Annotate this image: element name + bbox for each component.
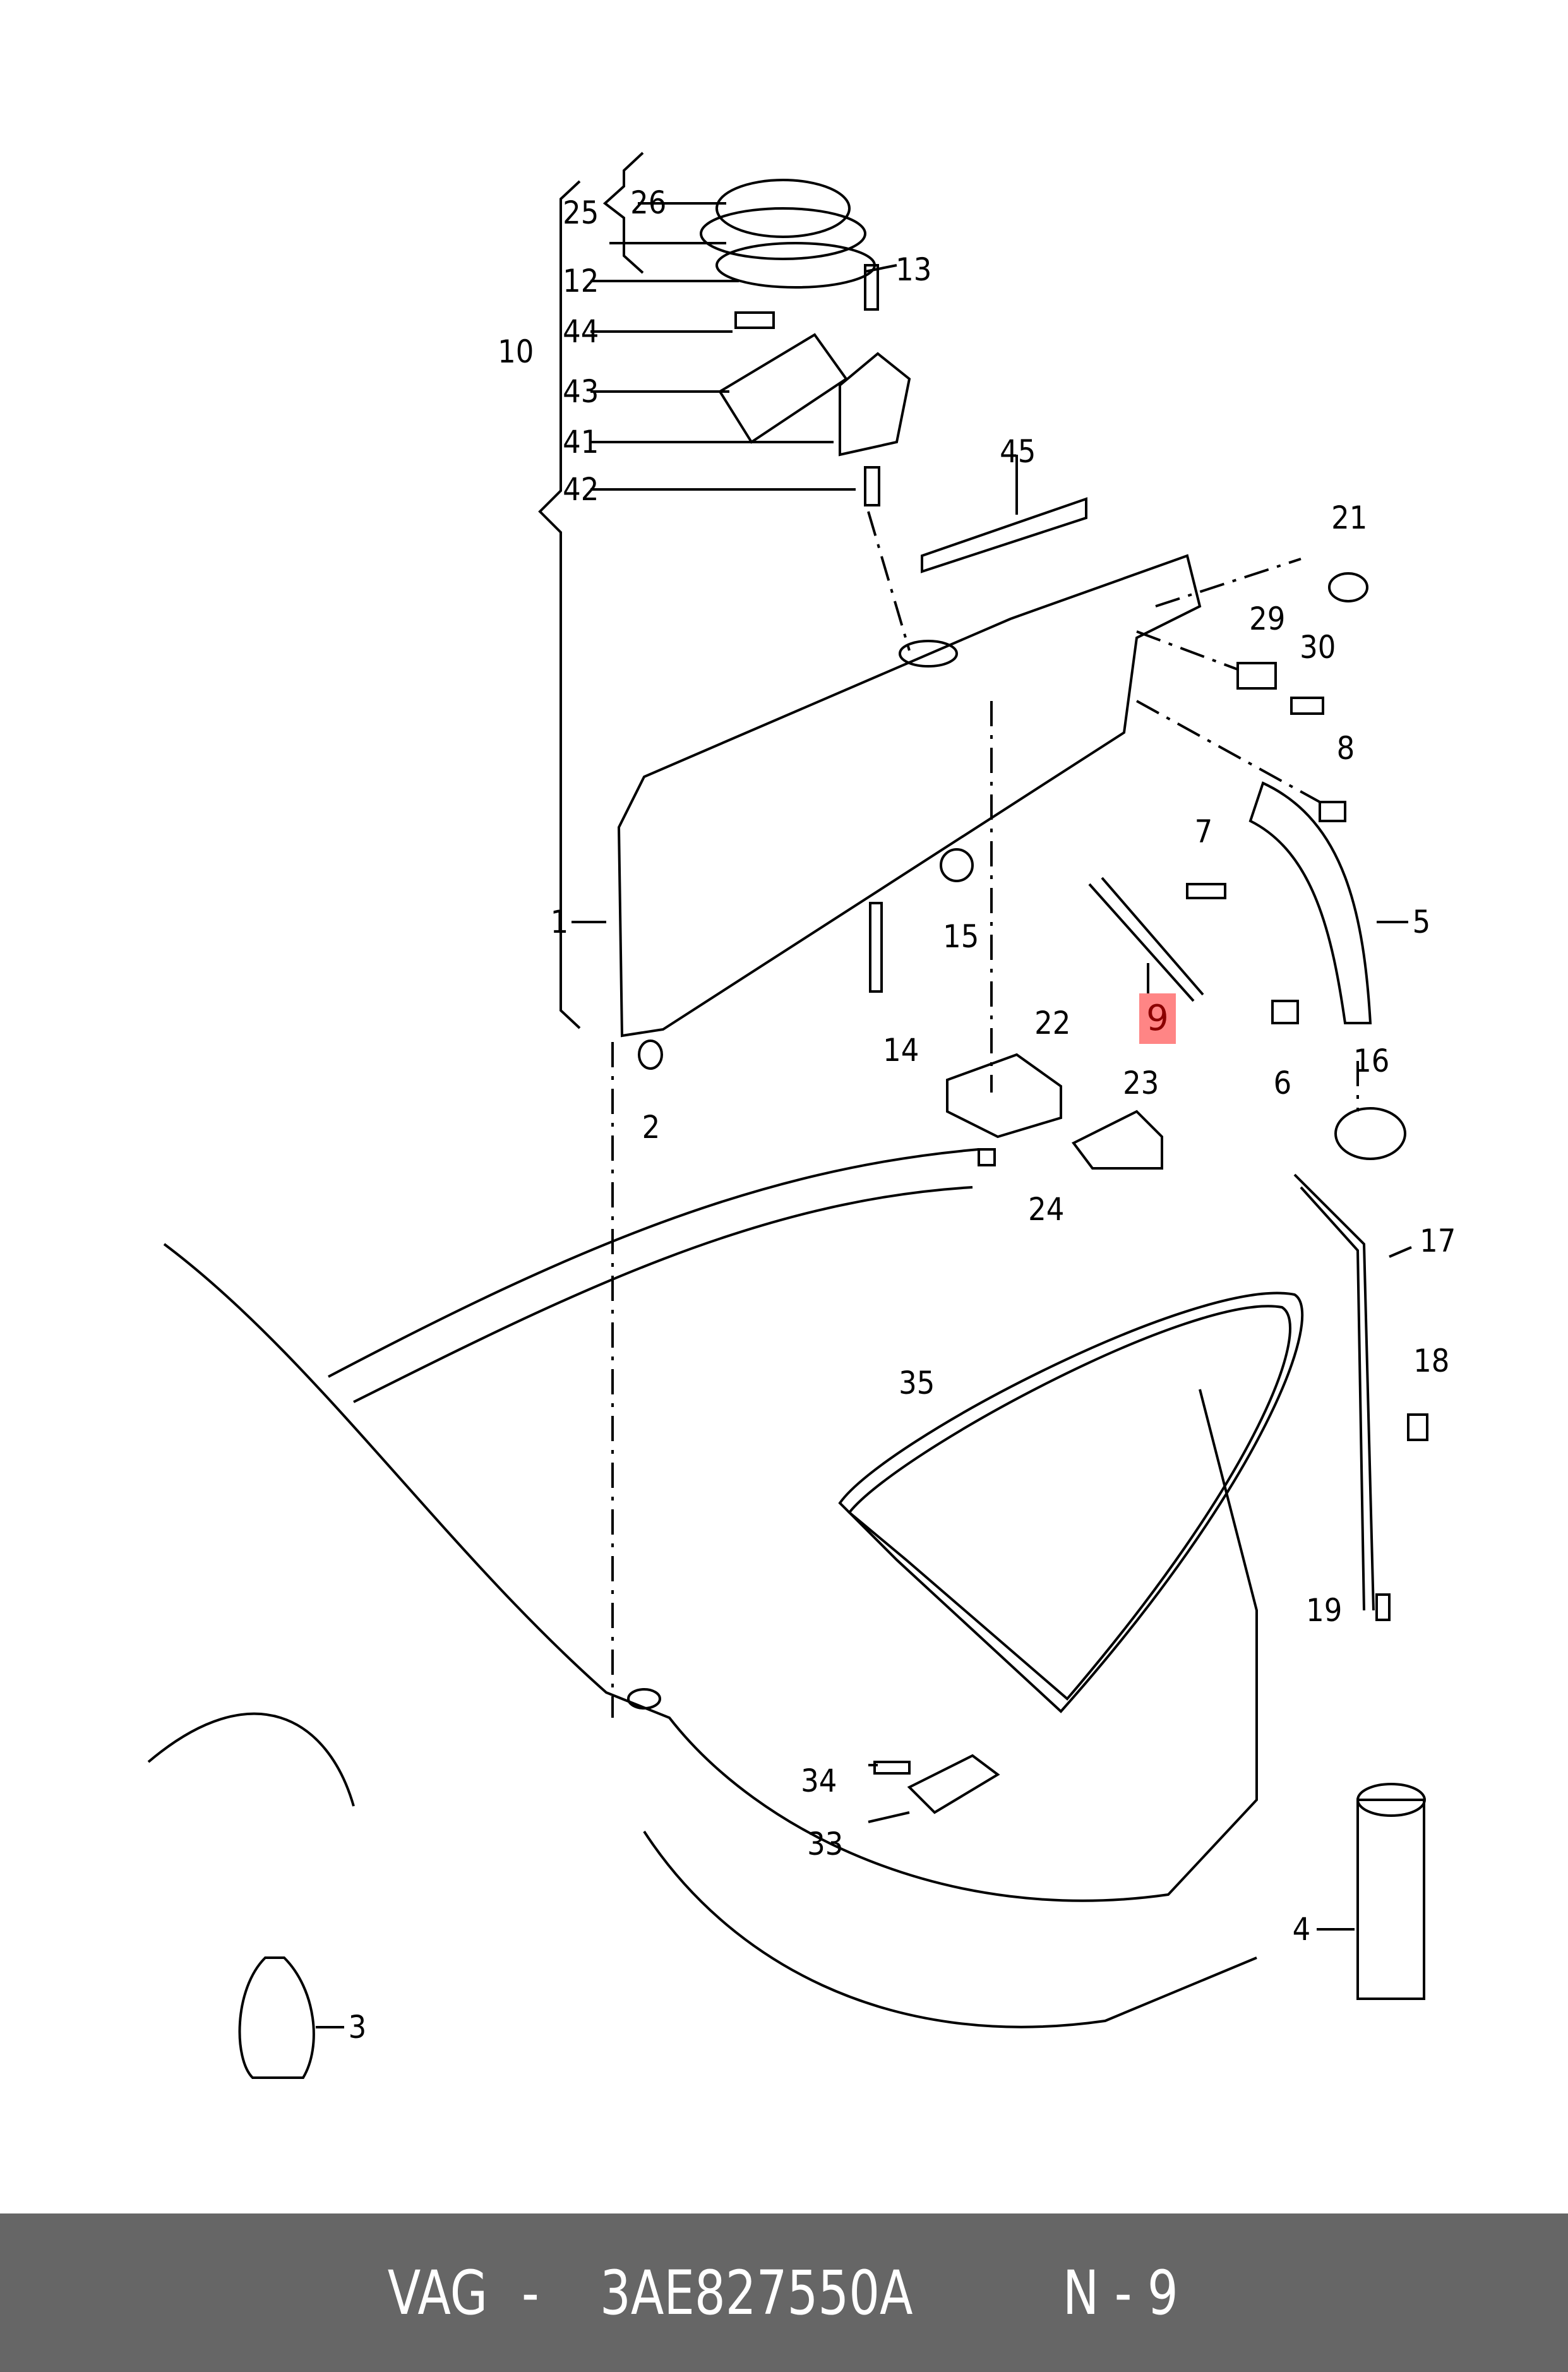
callout-10: 10 <box>498 333 534 370</box>
callout-22: 22 <box>1034 1005 1071 1041</box>
callout-17: 17 <box>1420 1223 1456 1259</box>
callout-12: 12 <box>563 263 599 299</box>
callout-34: 34 <box>801 1763 837 1799</box>
callout-4: 4 <box>1292 1911 1311 1948</box>
callout-7: 7 <box>1194 813 1213 850</box>
footer-brand: VAG <box>388 2257 488 2328</box>
nut-24-icon <box>978 1148 996 1166</box>
callout-16: 16 <box>1353 1043 1390 1079</box>
lock-22-icon <box>946 1053 1062 1139</box>
screw-13-icon <box>864 264 879 311</box>
callout-19: 19 <box>1306 1592 1343 1629</box>
bushing-29-icon <box>1236 662 1277 690</box>
footer-separator: - <box>506 2257 555 2328</box>
car-body-icon <box>163 1243 1258 1902</box>
callout-14: 14 <box>883 1032 919 1069</box>
callout-15: 15 <box>943 918 979 955</box>
callout-42: 42 <box>563 471 599 508</box>
grommet-16-icon <box>1334 1107 1406 1160</box>
plug-19-icon <box>1375 1593 1391 1621</box>
footer-position: N - 9 <box>1062 2257 1178 2328</box>
emblem-icon <box>715 179 851 238</box>
cap-2-icon <box>638 1039 663 1070</box>
hinge-5-icon <box>1248 781 1372 1024</box>
callout-3: 3 <box>348 2009 367 2046</box>
bracket-25 <box>602 152 644 274</box>
pin-14-icon <box>869 902 883 993</box>
callout-8: 8 <box>1336 730 1355 767</box>
callout-24: 24 <box>1028 1191 1065 1228</box>
parts-diagram: 25 26 12 13 10 44 43 41 42 45 21 29 30 8… <box>147 152 1456 2079</box>
callout-1: 1 <box>550 904 569 940</box>
spoiler-45-icon <box>921 497 1087 573</box>
footer-bar: VAG - 3AE827550A N - 9 <box>0 2213 1568 2372</box>
buffer-15-icon <box>940 848 974 882</box>
callout-44: 44 <box>563 313 599 350</box>
diagram-drawing <box>147 152 1428 2079</box>
callout-9-highlighted[interactable]: 9 <box>1139 993 1176 1044</box>
callout-13: 13 <box>895 251 932 288</box>
callout-26: 26 <box>630 184 667 221</box>
callout-6: 6 <box>1273 1065 1292 1101</box>
lock-actuator-43-icon <box>718 333 848 444</box>
callout-45: 45 <box>1000 433 1036 470</box>
callout-18: 18 <box>1413 1343 1450 1379</box>
callout-33: 33 <box>807 1826 844 1862</box>
screw-42-icon <box>864 466 880 506</box>
buffer-21-icon <box>1328 572 1368 602</box>
callout-5: 5 <box>1412 904 1431 940</box>
bolt-8-icon <box>1319 801 1346 822</box>
clip-6-icon <box>1271 1000 1299 1024</box>
bolt-7-icon <box>1186 883 1226 899</box>
callout-30: 30 <box>1300 629 1336 666</box>
screw-44-icon <box>734 311 775 329</box>
bolt-30-icon <box>1290 697 1324 715</box>
callout-43: 43 <box>563 373 599 410</box>
callout-35: 35 <box>899 1365 935 1401</box>
lock-switch-41-icon <box>839 352 911 457</box>
callout-29: 29 <box>1249 601 1286 637</box>
callout-21: 21 <box>1331 500 1368 536</box>
bracket-10 <box>538 180 581 1029</box>
cover-23-icon <box>1071 1110 1163 1170</box>
callout-23: 23 <box>1123 1065 1159 1101</box>
bolt-34-icon <box>873 1761 911 1775</box>
callout-2: 2 <box>642 1109 661 1146</box>
clip-18-icon <box>1407 1413 1428 1441</box>
callout-25: 25 <box>563 195 599 231</box>
boot-lid-1-icon <box>617 554 1202 1038</box>
gas-strut-9-icon <box>1101 877 1204 996</box>
drain-hose-17-icon <box>1293 1173 1375 1611</box>
seal-35-icon <box>838 1291 1304 1713</box>
spray-can-4-icon <box>1356 1799 1425 2000</box>
footer-spacer <box>962 2258 1039 2328</box>
callout-41: 41 <box>563 424 599 460</box>
bag-3-icon <box>238 1956 315 2079</box>
footer-part-number: 3AE827550A <box>599 2257 913 2328</box>
striker-33-icon <box>907 1754 1000 1814</box>
